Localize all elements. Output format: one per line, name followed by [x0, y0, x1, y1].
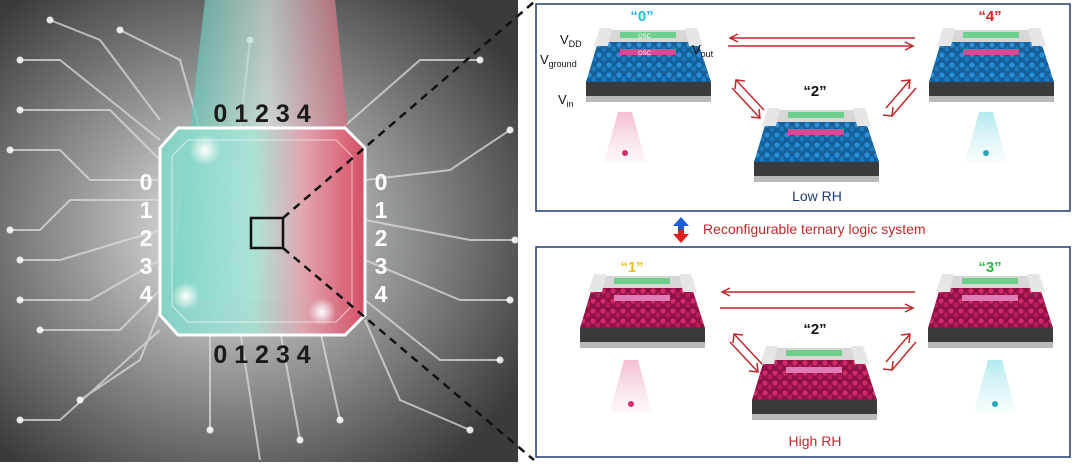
high-rh-panel: “1” “3” “2” High RH: [535, 246, 1071, 458]
low-rh-panel: “0” “4” “2” OSC OSC VDD Vground Vin Vout…: [535, 3, 1071, 212]
state-label-1: “1”: [620, 259, 643, 276]
sparkle-icon: [308, 298, 336, 326]
layer-label-top: OSC: [638, 34, 652, 40]
digits-right: 0 1 2 3 4: [375, 169, 388, 307]
digit-left-2: 2: [140, 225, 153, 251]
state-label-3: “3”: [978, 259, 1001, 276]
digit-right-2: 2: [375, 225, 388, 251]
emission-cone-magenta: [610, 360, 652, 412]
terminal-vout: Vout: [692, 42, 714, 59]
state-label-4: “4”: [978, 8, 1001, 25]
high-rh-title: High RH: [789, 433, 842, 449]
state-label-0: “0”: [630, 8, 653, 25]
arrow-down-icon: [673, 234, 689, 243]
sparkle-icon: [189, 134, 221, 166]
digit-left-0: 0: [140, 169, 153, 195]
chip-illustration: 0 1 2 3 4 0 1 2 3 4 0 1 2 3 4 0 1 2 3 4: [0, 0, 519, 462]
layer-label-bottom: OSC: [638, 51, 652, 57]
device-state-2: [752, 346, 877, 420]
digit-left-3: 3: [140, 253, 153, 279]
device-state-4: [929, 28, 1054, 102]
terminal-vdd: VDD: [560, 32, 582, 49]
terminal-vin: Vin: [558, 92, 574, 109]
trace-endpoints: [6, 16, 519, 444]
digit-left-1: 1: [140, 197, 153, 223]
transition-arrows-low: [728, 33, 917, 119]
chip: [158, 126, 367, 337]
zoom-line-bottom: [282, 247, 535, 461]
digit-left-4: 4: [140, 281, 153, 307]
caption-reconfigurable: Reconfigurable ternary logic system: [703, 221, 926, 237]
digit-right-1: 1: [375, 197, 388, 223]
transition-arrows-high: [720, 287, 917, 373]
mode-switch: Reconfigurable ternary logic system: [673, 217, 926, 243]
device-state-2: [754, 108, 879, 182]
emission-cone-cyan: [965, 112, 1007, 162]
digits-top: 0 1 2 3 4: [213, 100, 310, 128]
state-label-2: “2”: [803, 83, 826, 100]
sparkle-icon: [172, 282, 200, 310]
arrow-up-icon: [673, 217, 689, 226]
terminal-vground: Vground: [540, 52, 577, 69]
digit-right-3: 3: [375, 253, 388, 279]
emission-cone-magenta: [604, 112, 646, 162]
device-state-3: [928, 274, 1053, 348]
emission-cone-cyan: [974, 360, 1016, 412]
state-label-2: “2”: [803, 321, 826, 338]
low-rh-title: Low RH: [792, 188, 842, 204]
digits-left: 0 1 2 3 4: [140, 169, 153, 307]
digits-bottom: 0 1 2 3 4: [213, 341, 310, 369]
digit-right-0: 0: [375, 169, 388, 195]
zoom-box: [249, 216, 285, 250]
digit-right-4: 4: [375, 281, 388, 307]
circuit-traces: [10, 19, 515, 461]
device-state-1: [580, 274, 705, 348]
